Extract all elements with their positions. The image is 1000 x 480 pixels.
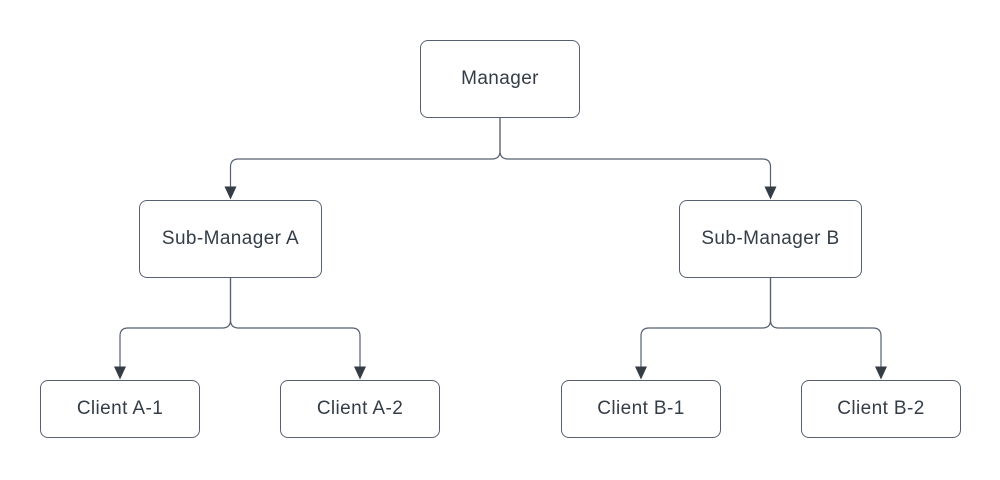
node-sub-manager-a-label: Sub-Manager A (161, 228, 300, 249)
arrowhead-client-a2 (354, 366, 366, 380)
node-client-a1-label: Client A-1 (76, 398, 164, 419)
connector-manager-to-sub-manager-b (499, 118, 772, 187)
connector-sub-manager-a-to-client-a1 (119, 278, 232, 367)
connector-sub-manager-b-to-client-b2 (769, 278, 882, 367)
node-client-a2: Client A-2 (280, 380, 440, 438)
node-client-b1: Client B-1 (561, 380, 721, 438)
arrowhead-sub-manager-a (224, 186, 237, 200)
node-sub-manager-b: Sub-Manager B (679, 200, 862, 278)
connector-sub-manager-b-to-client-b1 (640, 278, 772, 367)
node-client-b2-label: Client B-2 (837, 398, 925, 419)
node-client-b2: Client B-2 (801, 380, 961, 438)
node-sub-manager-b-label: Sub-Manager B (701, 228, 840, 249)
connector-manager-to-sub-manager-a (229, 118, 501, 187)
node-manager-label: Manager (461, 68, 539, 89)
connector-sub-manager-a-to-client-a2 (229, 278, 361, 367)
node-manager: Manager (420, 40, 580, 118)
arrowhead-sub-manager-b (764, 186, 777, 200)
node-client-a2-label: Client A-2 (316, 398, 404, 419)
node-client-b1-label: Client B-1 (597, 398, 685, 419)
node-sub-manager-a: Sub-Manager A (139, 200, 322, 278)
node-client-a1: Client A-1 (40, 380, 200, 438)
arrowhead-client-a1 (114, 366, 126, 380)
arrowhead-client-b2 (875, 366, 887, 380)
arrowhead-client-b1 (635, 366, 647, 380)
